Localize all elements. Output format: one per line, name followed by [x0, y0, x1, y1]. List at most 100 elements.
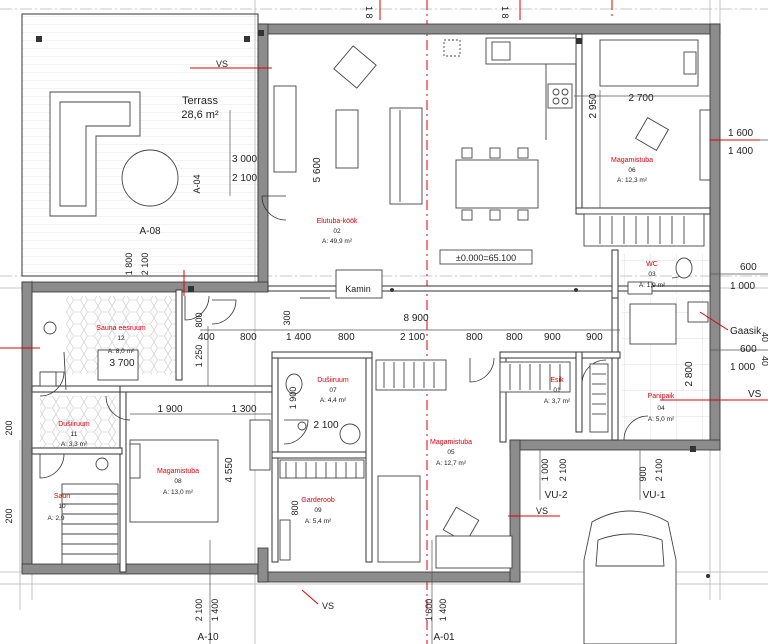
shower11-name: Dušiiruum	[58, 421, 90, 428]
bed08-num: 08	[174, 478, 182, 485]
terrace-name: Terrass	[182, 95, 219, 107]
dim-800-wardrobe: 800	[290, 500, 300, 515]
dim-1300: 1 300	[231, 404, 256, 415]
hall-name: Esik	[550, 377, 564, 384]
shower11-floor	[40, 396, 118, 448]
living-num: 02	[333, 228, 341, 235]
dim-1900: 1 900	[157, 404, 182, 415]
dim-1400-a10: 1 400	[210, 599, 220, 622]
dim-1600: 1 600	[728, 128, 753, 139]
sauna-ante-name: Sauna eesruum	[96, 325, 146, 332]
sauna-ante-area: A: 8,0 m²	[108, 348, 135, 355]
dim-2800: 2 800	[684, 361, 695, 386]
hall-area: A: 3,7 m²	[544, 398, 571, 405]
gas-label: Gaasik	[730, 326, 762, 337]
wc-num: 03	[648, 271, 656, 278]
dim-2950: 2 950	[588, 93, 599, 118]
vs-label-right: VS	[748, 389, 762, 400]
shower07-num: 07	[329, 387, 337, 394]
axis-a01: A-01	[433, 632, 455, 643]
elevation-label: ±0.000=65.100	[456, 253, 516, 263]
dim-900-2: 900	[586, 332, 603, 343]
dim-600-b: 600	[740, 344, 757, 355]
dim-1000-vu2: 1 000	[540, 459, 550, 482]
dim-40-b: 40	[760, 356, 768, 366]
dim-200-a: 200	[4, 420, 14, 435]
shower11-num: 11	[71, 431, 78, 438]
dim-5600: 5 600	[312, 157, 323, 182]
wardrobe-area: A: 5,4 m²	[305, 518, 332, 525]
wc-name: WC	[646, 261, 658, 268]
sauna-name: Saun	[54, 493, 70, 500]
dim-2100-vu2: 2 100	[558, 459, 568, 482]
dim-1250: 1 250	[194, 345, 204, 368]
vs-label-top: VS	[216, 59, 228, 69]
wardrobe-hatch	[285, 216, 685, 478]
utility-area: A: 5,0 m²	[648, 416, 675, 423]
axis-vu2: VU-2	[545, 490, 568, 501]
dim-800-4: 800	[506, 332, 523, 343]
sauna-ante-num: 12	[117, 335, 125, 342]
interior-walls	[31, 33, 711, 573]
sauna-area: A: 2,9	[48, 515, 65, 522]
exterior-walls	[21, 23, 721, 583]
living-area: A: 49,9 m²	[322, 238, 353, 245]
wc-area: A: 1,9 m²	[639, 282, 666, 289]
axis-vu1: VU-1	[643, 490, 666, 501]
dim-2100-a10-1: 2 100	[194, 599, 204, 622]
dim-1400-a01: 1 400	[438, 599, 448, 622]
doors	[39, 195, 691, 479]
dim-300: 300	[282, 310, 292, 325]
room-labels: Terrass 28,6 m² Elutuba-köök 02 A: 49,9 …	[48, 95, 676, 525]
bed05-name: Magamistuba	[430, 439, 472, 446]
dim-8900: 8 900	[403, 313, 428, 324]
utility-name: Panipaik	[648, 393, 675, 400]
dim-40-a: 40	[760, 332, 768, 342]
dim-900-1: 900	[544, 332, 561, 343]
bed05-num: 05	[447, 449, 455, 456]
dim-800-3: 800	[466, 332, 483, 343]
axis-a10: A-10	[197, 632, 219, 643]
vs-label-bottom: VS	[536, 506, 548, 516]
terrace-area: 28,6 m²	[181, 109, 219, 121]
shower07-area: A: 4,4 m²	[320, 397, 347, 404]
wardrobe-num: 09	[314, 507, 322, 514]
dimension-lines	[130, 90, 768, 644]
sauna-num: 10	[58, 503, 66, 510]
axis-lines	[426, 0, 613, 644]
bed06-area: A: 12,3 m²	[617, 177, 648, 184]
dim-2100-vu1: 2 100	[654, 459, 664, 482]
dim-600-a: 600	[740, 262, 757, 273]
furniture	[39, 37, 711, 644]
bed08-name: Magamistuba	[157, 468, 199, 475]
dim-1000-a: 1 000	[730, 281, 755, 292]
dim-800-v: 800	[194, 312, 204, 327]
dim-18-a: 1 8	[364, 6, 374, 19]
hall-num: 01	[553, 387, 561, 394]
dim-1400: 1 400	[728, 146, 753, 157]
bed06-name: Magamistuba	[611, 157, 653, 164]
dim-1900-v: 1 900	[288, 387, 298, 410]
dim-1000-b: 1 000	[730, 362, 755, 373]
vs-label-bottom-left: VS	[322, 601, 334, 611]
dim-900-vu1: 900	[638, 466, 648, 481]
living-name: Elutuba-köök	[317, 218, 358, 225]
dim-18-b: 1 8	[500, 6, 510, 19]
axis-a08: A-08	[139, 226, 161, 237]
bed08-area: A: 13,0 m²	[163, 489, 194, 496]
dim-800-1: 800	[240, 332, 257, 343]
grid-markers	[36, 30, 710, 578]
dim-3000: 3 000	[232, 154, 257, 165]
dim-2100-a04: 2 100	[232, 173, 257, 184]
section-markers	[0, 0, 768, 605]
shower11-area: A: 3,3 m²	[61, 441, 88, 448]
dim-4550: 4 550	[224, 457, 235, 482]
dim-800-2: 800	[338, 332, 355, 343]
fireplace-label: Kamin	[345, 284, 371, 294]
dim-2100-mid: 2 100	[400, 332, 425, 343]
dim-200-b: 200	[4, 508, 14, 523]
bed06-num: 06	[628, 167, 636, 174]
dim-1800-left: 1 800	[124, 253, 134, 276]
utility-num: 04	[657, 405, 665, 412]
